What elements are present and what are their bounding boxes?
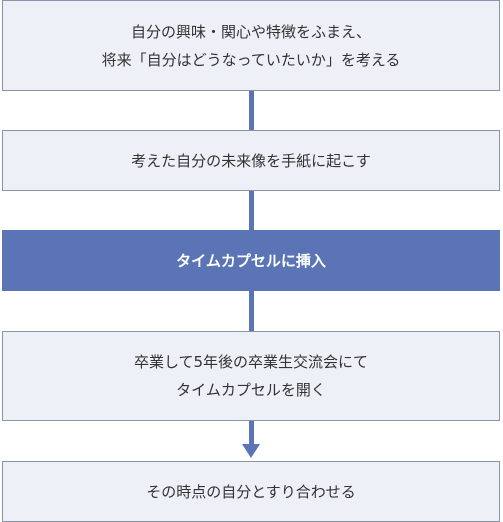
step-3-line-1: タイムカプセルに挿入 [176, 251, 326, 270]
step-2-line-1: 考えた自分の未来像を手紙に起こす [131, 151, 371, 170]
step-1-line-1: 自分の興味・関心や特徴をふまえ、 [130, 22, 371, 41]
step-5-line-1: その時点の自分とすり合わせる [146, 482, 356, 501]
step-write-letter: 考えた自分の未来像を手紙に起こす [2, 130, 500, 191]
step-insert-time-capsule: タイムカプセルに挿入 [2, 230, 500, 291]
step-4-line-2: タイムカプセルを開く [176, 381, 326, 399]
step-reflect-future: 自分の興味・関心や特徴をふまえ、 将来「自分はどうなっていたいか」を考える [2, 0, 500, 91]
connector-line [249, 91, 254, 130]
step-1-line-2: 将来「自分はどうなっていたいか」を考える [101, 50, 401, 69]
step-compare-self: その時点の自分とすり合わせる [2, 461, 500, 522]
down-arrow-icon [242, 444, 260, 458]
step-4-line-1: 卒業して5年後の卒業生交流会にて [133, 353, 369, 371]
step-open-time-capsule: 卒業して5年後の卒業生交流会にて タイムカプセルを開く [2, 331, 500, 421]
connector-line [249, 291, 254, 331]
connector-line [249, 421, 254, 444]
connector-line [249, 191, 254, 230]
